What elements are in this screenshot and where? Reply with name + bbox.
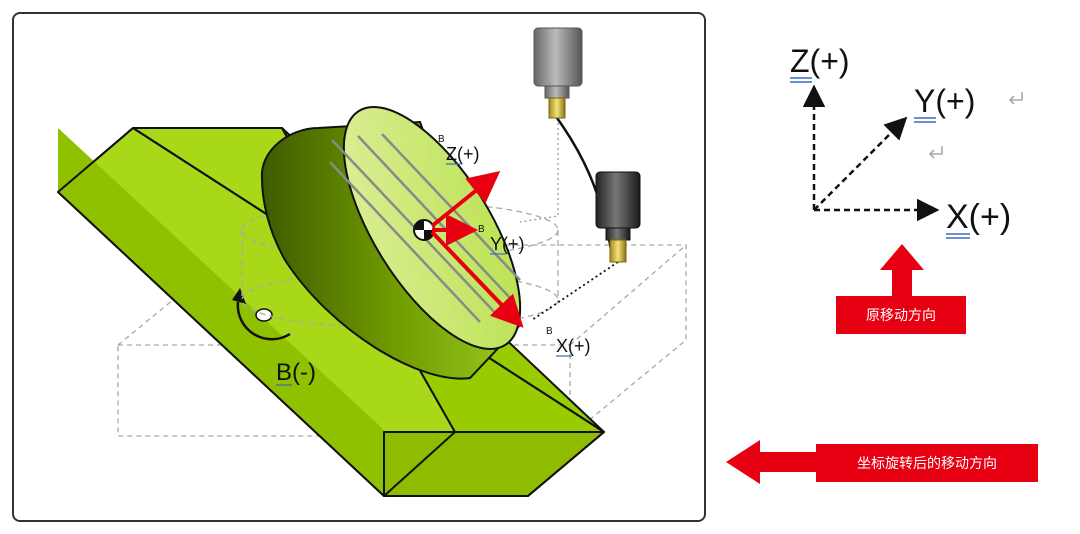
original-y-label: Y(+) [914, 83, 975, 119]
original-direction-callout: 原移动方向 [836, 296, 966, 334]
rotated-axis-arrows [430, 170, 524, 328]
workpiece-origin-icon [413, 219, 435, 241]
left-arrow-icon [726, 440, 816, 484]
original-x-label: X(+) [946, 198, 1011, 236]
original-axes [802, 84, 940, 222]
rotated-y-superscript: B [478, 224, 485, 235]
rotation-center-hole [255, 308, 273, 322]
return-mark-icon [1008, 92, 1023, 105]
b-rotation-arrow-icon [236, 301, 291, 341]
original-z-label: Z(+) [790, 43, 850, 79]
rotated-z-superscript: B [438, 134, 445, 145]
original-y-axis-arrow [813, 116, 908, 211]
up-arrow-icon [880, 244, 924, 296]
rotated-x-label: X(+) [556, 336, 591, 356]
b-rotation-arrowhead-icon [232, 288, 246, 304]
rotated-direction-callout: 坐标旋转后的移动方向 [816, 444, 1038, 482]
tool-path-rotated [531, 261, 619, 321]
rotated-z-axis-arrow [430, 170, 501, 228]
rotated-x-axis-arrow [430, 230, 524, 328]
rotated-x-superscript: B [546, 326, 553, 337]
tool-path-vertical [519, 118, 559, 223]
tool-original-icon [533, 27, 583, 119]
return-mark-icon [928, 146, 943, 159]
tool-rotated-icon [595, 171, 641, 263]
rotated-z-label: Z(+) [446, 144, 480, 164]
rotated-y-label: Y(+) [490, 234, 525, 254]
b-rotation-label: B(-) [276, 359, 316, 386]
